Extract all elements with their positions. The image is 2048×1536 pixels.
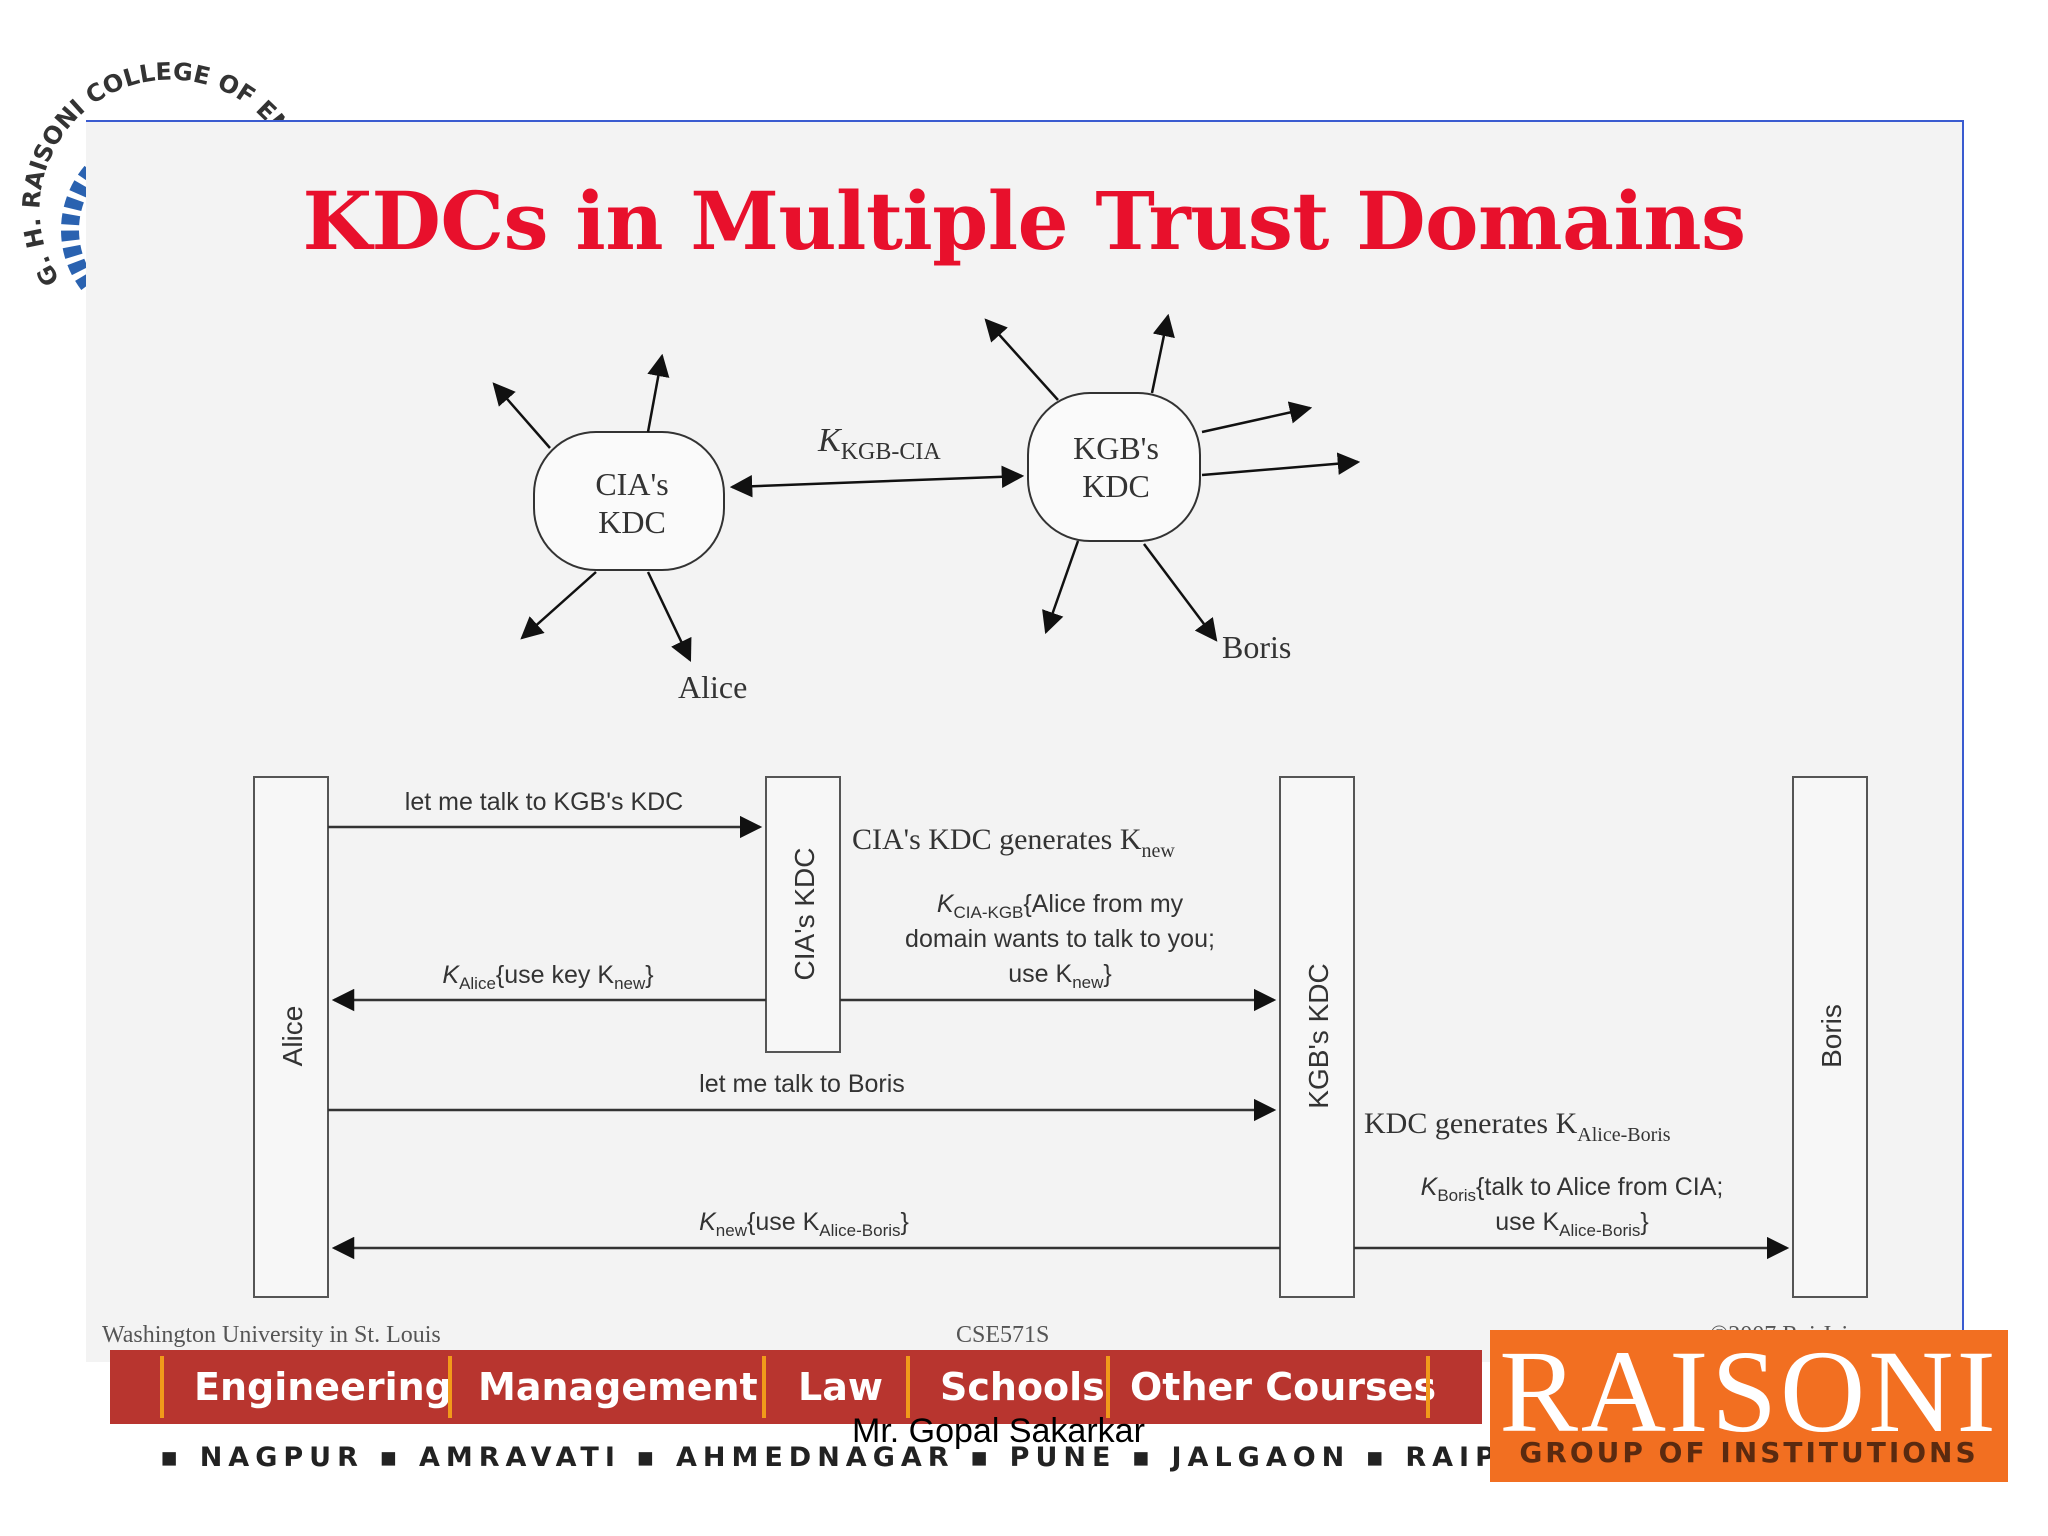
kgb-cia-link (729, 465, 1025, 498)
bar-separator (1426, 1356, 1430, 1418)
footer-course: CSE571S (956, 1322, 1050, 1348)
bar-separator (160, 1356, 164, 1418)
cia-kgb-note-line2: domain wants to talk to you; (905, 925, 1215, 953)
brand-subtitle: GROUP OF INSTITUTIONS (1519, 1436, 1979, 1469)
lifeline-kgb-kdc: KGB's KDC (1279, 776, 1355, 1298)
alice-label: Alice (678, 669, 747, 705)
cia-spoke (520, 571, 597, 640)
cia-kdc-node: CIA's KDC (533, 431, 725, 571)
msg4-label: Knew{use KAlice-Boris} (699, 1208, 909, 1240)
slide-panel: KDCs in Multiple Trust Domains (86, 120, 1964, 1362)
cia-kdc-label-2: KDC (598, 504, 666, 540)
boris-ticket-line2: use KAlice-Boris} (1495, 1208, 1649, 1240)
kgb-spoke (1150, 313, 1175, 394)
slide-title: KDCs in Multiple Trust Domains (302, 174, 1746, 268)
kgb-spoke (1201, 401, 1313, 434)
cia-kgb-note-line1: KCIA-KGB{Alice from my (937, 890, 1184, 922)
bar-separator (906, 1356, 910, 1418)
kgb-spoke (984, 318, 1059, 401)
cia-kgb-note-line3: use Knew} (1008, 960, 1111, 992)
msg2-label: KAlice{use key Knew} (442, 961, 653, 993)
cia-kdc-label-1: CIA's (595, 466, 668, 502)
cia-spoke (492, 382, 551, 449)
nav-law[interactable]: Law (798, 1365, 883, 1409)
kgb-spoke-boris (1143, 543, 1218, 642)
bar-separator (1106, 1356, 1110, 1418)
city-list: ▪ NAGPUR ▪ AMRAVATI ▪ AHMEDNAGAR ▪ PUNE … (160, 1442, 1596, 1473)
msg3-label: let me talk to Boris (699, 1070, 905, 1098)
kgb-spoke (1042, 540, 1080, 635)
lifeline-cia-kdc: CIA's KDC (765, 776, 841, 1053)
kgb-kdc-label-2: KDC (1082, 468, 1150, 504)
nav-schools[interactable]: Schools (940, 1365, 1105, 1409)
boris-ticket-line1: KBoris{talk to Alice from CIA; (1421, 1173, 1724, 1205)
boris-label: Boris (1222, 629, 1291, 665)
kgb-cia-link-label: KKGB-CIA (817, 422, 941, 465)
msg1-label: let me talk to KGB's KDC (405, 788, 683, 816)
bar-separator (762, 1356, 766, 1418)
lifeline-alice-label: Alice (277, 1006, 308, 1067)
brand-name: RAISONI (1499, 1326, 1999, 1457)
raisoni-brand-logo: RAISONI GROUP OF INSTITUTIONS (1490, 1326, 2008, 1482)
nav-engineering[interactable]: Engineering (194, 1365, 452, 1409)
bar-separator (448, 1356, 452, 1418)
lifeline-alice: Alice (253, 776, 329, 1298)
kgb-spoke (1201, 452, 1361, 477)
footer-university: Washington University in St. Louis (102, 1322, 441, 1348)
cia-generates-note: CIA's KDC generates Knew (852, 823, 1175, 862)
lifeline-kgb-kdc-label: KGB's KDC (1303, 963, 1334, 1108)
author-name: Mr. Gopal Sakarkar (852, 1412, 1145, 1450)
lifeline-boris: Boris (1792, 776, 1868, 1298)
cia-spoke (646, 353, 670, 433)
kdc-generates-note: KDC generates KAlice-Boris (1364, 1107, 1671, 1146)
lifeline-cia-kdc-label: CIA's KDC (789, 848, 820, 981)
lifeline-boris-label: Boris (1816, 1004, 1847, 1068)
nav-other-courses[interactable]: Other Courses (1130, 1365, 1437, 1409)
cia-spoke-alice (646, 571, 692, 663)
nav-management[interactable]: Management (478, 1365, 758, 1409)
kgb-kdc-label-1: KGB's (1073, 430, 1159, 466)
kgb-kdc-node: KGB's KDC (1027, 392, 1201, 542)
course-nav-bar: Engineering Management Law Schools Other… (110, 1350, 1482, 1424)
